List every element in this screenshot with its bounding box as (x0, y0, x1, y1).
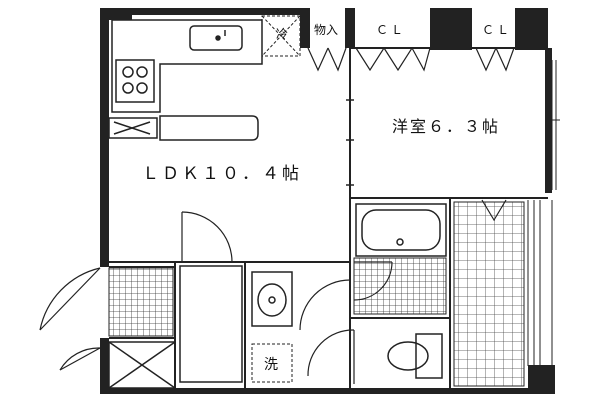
entrance-door (39, 267, 101, 331)
ldk-door (181, 211, 233, 263)
balcony-rail (527, 200, 553, 366)
kitchen-counter (111, 19, 263, 113)
washer-label: 洗 (264, 357, 278, 373)
hall-closet (179, 265, 243, 383)
closet-label-1: ＣＬ (376, 23, 407, 37)
balcony-door (481, 199, 507, 222)
bathtub (355, 203, 447, 257)
exhaust-vent (108, 117, 158, 139)
balcony-floor (453, 201, 525, 387)
entrance-floor (108, 267, 174, 337)
fridge-space (261, 15, 301, 57)
washroom-door (299, 279, 351, 331)
stove-icon (115, 59, 155, 103)
shoe-cabinet (108, 341, 176, 389)
washbasin (251, 271, 293, 327)
outer-walls (100, 8, 555, 394)
closet-label-2: ＣＬ (482, 23, 513, 37)
bedroom-label: 洋室６．３帖 (392, 117, 501, 136)
toilet-door (307, 329, 355, 384)
closet-doors (307, 46, 515, 72)
fridge-label: 冷 (276, 27, 289, 41)
storage-label: 物入 (314, 23, 339, 37)
ldk-label: ＬＤＫ１０．４帖 (142, 164, 302, 184)
bedroom-window (551, 60, 560, 190)
washer-space (251, 343, 293, 383)
partition-ticks (346, 99, 354, 186)
toilet (387, 333, 443, 379)
sink (189, 25, 243, 51)
bath-floor (353, 257, 447, 315)
side-door (59, 347, 101, 371)
peninsula-counter (159, 115, 259, 141)
bath-door (353, 261, 393, 301)
